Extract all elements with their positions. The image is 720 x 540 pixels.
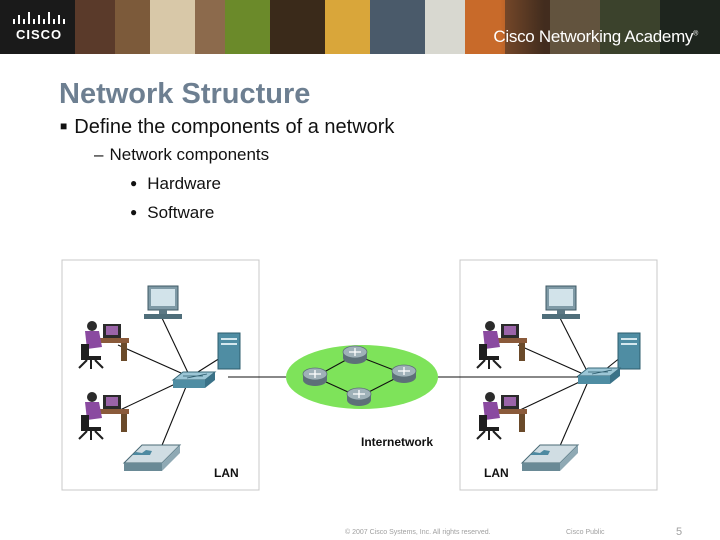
internetwork-cloud [286, 345, 438, 409]
page-number: 5 [676, 526, 683, 538]
network-diagram: LAN LAN Internetwork [61, 259, 658, 491]
header-banner: CISCO Cisco Networking Academy® [0, 0, 720, 54]
server-icon [217, 332, 241, 370]
server-icon [617, 332, 641, 370]
bullet-list: ■ Define the components of a network –Net… [60, 116, 394, 222]
bullet-level-3: ● Software [130, 203, 464, 223]
footer-classification: Cisco Public [566, 529, 605, 536]
bullet-text: Hardware [147, 174, 221, 193]
internetwork-label: Internetwork [361, 435, 433, 449]
academy-title-text: Cisco Networking Academy [493, 27, 694, 46]
router-icon [342, 345, 368, 365]
cisco-bridge-icon [13, 12, 65, 24]
router-icon [302, 367, 328, 387]
slide-title: Network Structure [59, 78, 311, 110]
dash-bullet-icon: – [94, 145, 104, 164]
footer-copyright: © 2007 Cisco Systems, Inc. All rights re… [345, 529, 491, 536]
left-lan-label: LAN [214, 466, 239, 480]
registered-mark: ® [693, 30, 698, 38]
dot-bullet-icon: ● [130, 176, 138, 190]
desktop-pc-icon [541, 285, 581, 320]
dot-bullet-icon: ● [130, 205, 138, 219]
cisco-logo: CISCO [10, 8, 72, 48]
bullet-level-3: ● Hardware [130, 174, 464, 194]
router-icon [346, 387, 372, 407]
bullet-text: Network components [109, 145, 270, 164]
academy-title: Cisco Networking Academy® [493, 27, 698, 47]
bullet-text: Software [147, 203, 215, 222]
cisco-wordmark: CISCO [16, 27, 63, 42]
bullet-level-2: –Network components [94, 145, 428, 165]
bullet-level-1: ■ Define the components of a network [60, 116, 394, 139]
router-icon [391, 364, 417, 384]
bullet-text: Define the components of a network [74, 116, 395, 138]
desktop-pc-icon [143, 285, 183, 320]
square-bullet-icon: ■ [60, 119, 68, 133]
right-lan-label: LAN [484, 466, 509, 480]
